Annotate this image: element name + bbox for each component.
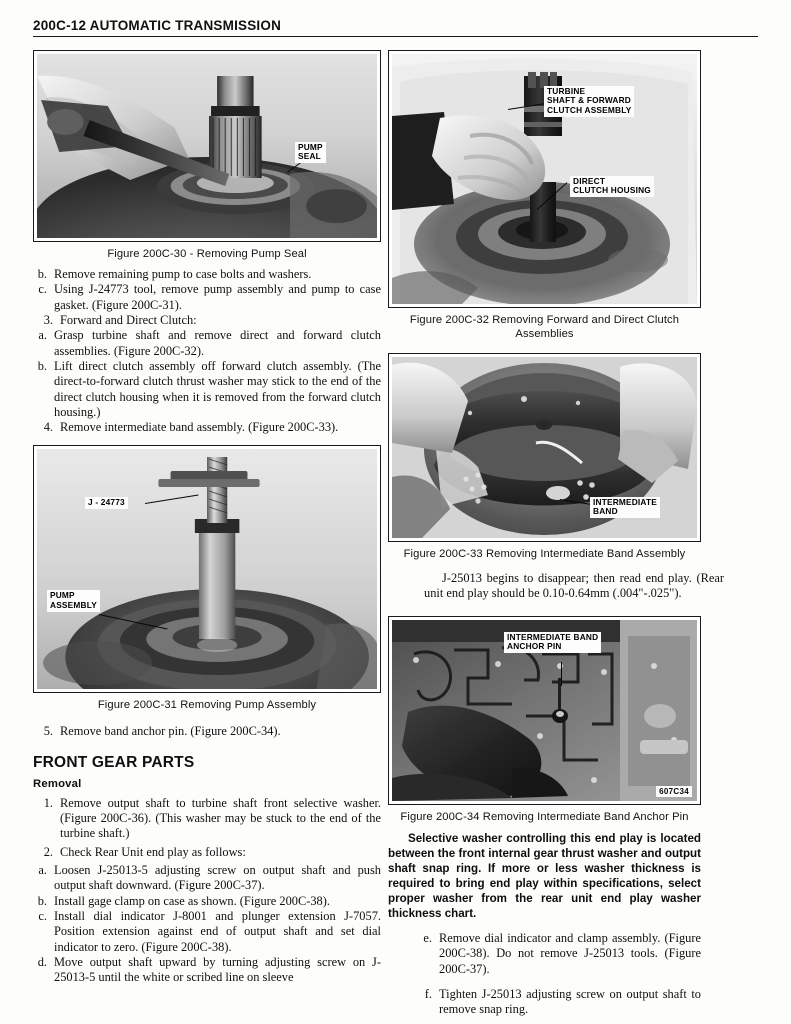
figure-200c-33-caption: Figure 200C-33 Removing Intermediate Ban… — [403, 548, 686, 560]
list-text: Loosen J-25013-5 adjusting screw on outp… — [54, 863, 381, 893]
list-text: Remove output shaft to turbine shaft fro… — [60, 795, 381, 841]
figure-200c-32-frame: TURBINE SHAFT & FORWARD CLUTCH ASSEMBLY … — [388, 50, 701, 308]
list-text: Using J-24773 tool, remove pump assembly… — [54, 282, 381, 312]
figure-200c-33-photo: INTERMEDIATE BAND — [392, 357, 697, 538]
right-step-group-e-f: e. Remove dial indicator and clamp assem… — [418, 931, 701, 1018]
list-text: Remove remaining pump to case bolts and … — [54, 267, 312, 281]
list-item: 2. Check Rear Unit end play as follows: — [33, 845, 381, 860]
list-marker: f. — [424, 987, 432, 1002]
list-marker: a. — [38, 863, 47, 877]
page-title: 200C-12 AUTOMATIC TRANSMISSION — [33, 18, 282, 33]
figure-200c-32-caption: Figure 200C-32 Removing Forward and Dire… — [409, 314, 680, 340]
list-text: Install dial indicator J-8001 and plunge… — [54, 908, 381, 954]
list-text: Tighten J-25013 adjusting screw on outpu… — [439, 987, 701, 1017]
list-marker: b. — [37, 893, 47, 908]
figure-200c-34-frame: INTERMEDIATE BAND ANCHOR PIN 607C34 — [388, 615, 701, 805]
step-group-2b-2c: b. Remove remaining pump to case bolts a… — [33, 267, 381, 313]
callout-intermediate-band-anchor-pin: INTERMEDIATE BAND ANCHOR PIN — [504, 631, 602, 654]
list-item: c. Using J-24773 tool, remove pump assem… — [33, 282, 381, 313]
list-text: Remove intermediate band assembly. (Figu… — [60, 420, 339, 435]
figure-200c-33: INTERMEDIATE BAND Figure 200C-33 Removin… — [388, 353, 758, 561]
callout-j-24773: J - 24773 — [85, 497, 128, 510]
list-item: 1. Remove output shaft to turbine shaft … — [33, 796, 381, 842]
list-marker: c. — [38, 908, 47, 923]
list-text: Move output shaft upward by turning adju… — [54, 954, 381, 985]
list-marker: b. — [37, 358, 47, 373]
step-group-4: 4. Remove intermediate band assembly. (F… — [33, 420, 381, 435]
list-item: a. Grasp turbine shaft and remove direct… — [33, 328, 381, 359]
figure-200c-31: J - 24773 PUMP ASSEMBLY Figure 200C-31 R… — [33, 445, 381, 712]
list-text: Remove dial indicator and clamp assembly… — [439, 931, 701, 976]
removal-step-group-a-d: a. Loosen J-25013-5 adjusting screw on o… — [33, 863, 381, 986]
selective-washer-note: Selective washer controlling this end pl… — [388, 831, 701, 921]
list-marker: 1. — [43, 795, 53, 810]
figure-200c-31-frame: J - 24773 PUMP ASSEMBLY — [33, 445, 381, 694]
figure-200c-34-caption: Figure 200C-34 Removing Intermediate Ban… — [400, 810, 689, 823]
figure-200c-30-photo: PUMP SEAL — [37, 54, 377, 238]
list-marker: b. — [37, 267, 47, 281]
page-header: 200C-12 AUTOMATIC TRANSMISSION — [33, 18, 758, 37]
list-item: a. Loosen J-25013-5 adjusting screw on o… — [33, 863, 381, 894]
header-divider — [33, 36, 758, 37]
list-item: f. Tighten J-25013 adjusting screw on ou… — [418, 987, 701, 1018]
list-item: e. Remove dial indicator and clamp assem… — [418, 931, 701, 977]
figure-200c-30-frame: PUMP SEAL — [33, 50, 381, 242]
list-text: Forward and Direct Clutch: — [60, 312, 197, 327]
callout-turbine-shaft-forward-clutch: TURBINE SHAFT & FORWARD CLUTCH ASSEMBLY — [544, 86, 635, 117]
step-group-5: 5. Remove band anchor pin. (Figure 200C-… — [33, 724, 381, 739]
figure-200c-31-photo: J - 24773 PUMP ASSEMBLY — [37, 449, 377, 690]
list-item: b. Install gage clamp on case as shown. … — [33, 894, 381, 909]
left-column: PUMP SEAL Figure 200C-30 - Removing Pump… — [33, 50, 381, 986]
list-marker: a. — [38, 328, 47, 343]
list-marker: 4. — [43, 420, 53, 435]
list-item: 3. Forward and Direct Clutch: — [33, 313, 381, 328]
list-text: Check Rear Unit end play as follows: — [60, 844, 246, 859]
list-marker: 2. — [43, 844, 53, 859]
figure-200c-33-frame: INTERMEDIATE BAND — [388, 353, 701, 542]
callout-direct-clutch-housing: DIRECT CLUTCH HOUSING — [570, 176, 654, 198]
callout-pump-seal: PUMP SEAL — [295, 142, 326, 164]
right-column: TURBINE SHAFT & FORWARD CLUTCH ASSEMBLY … — [388, 50, 758, 1018]
figure-200c-32-photo: TURBINE SHAFT & FORWARD CLUTCH ASSEMBLY … — [392, 54, 697, 304]
list-item: d. Move output shaft upward by turning a… — [33, 955, 381, 986]
list-text: Remove band anchor pin. (Figure 200C-34)… — [60, 724, 281, 739]
step-group-3: 3. Forward and Direct Clutch: — [33, 313, 381, 328]
list-text: Lift direct clutch assembly off forward … — [54, 358, 381, 419]
figure-200c-30: PUMP SEAL Figure 200C-30 - Removing Pump… — [33, 50, 381, 261]
list-item: b. Lift direct clutch assembly off forwa… — [33, 359, 381, 420]
figure-200c-31-caption: Figure 200C-31 Removing Pump Assembly — [97, 699, 317, 712]
list-marker: e. — [423, 931, 432, 946]
list-marker: 5. — [43, 724, 53, 739]
list-marker: d. — [37, 954, 47, 969]
list-item: c. Install dial indicator J-8001 and plu… — [33, 909, 381, 955]
figure-200c-30-caption: Figure 200C-30 - Removing Pump Seal — [107, 248, 307, 260]
list-text: Grasp turbine shaft and remove direct an… — [54, 328, 381, 358]
figure-id-label: 607C34 — [656, 785, 692, 797]
figure-200c-34-photo: INTERMEDIATE BAND ANCHOR PIN 607C34 — [392, 619, 697, 801]
list-item: 4. Remove intermediate band assembly. (F… — [33, 420, 381, 435]
list-marker: 3. — [43, 312, 53, 327]
list-marker: c. — [38, 282, 47, 297]
subsection-heading-removal: Removal — [33, 777, 82, 790]
figure-200c-32: TURBINE SHAFT & FORWARD CLUTCH ASSEMBLY … — [388, 50, 758, 341]
step-group-3a-3b: a. Grasp turbine shaft and remove direct… — [33, 328, 381, 420]
left-steps-top: b. Remove remaining pump to case bolts a… — [33, 267, 381, 435]
callout-pump-assembly: PUMP ASSEMBLY — [47, 590, 100, 612]
section-heading-front-gear-parts: FRONT GEAR PARTS — [33, 753, 195, 771]
list-text: Install gage clamp on case as shown. (Fi… — [54, 893, 330, 908]
list-item: 5. Remove band anchor pin. (Figure 200C-… — [33, 724, 381, 739]
figure-200c-34: INTERMEDIATE BAND ANCHOR PIN 607C34 Figu… — [388, 615, 758, 824]
continuation-paragraph: J-25013 begins to disappear; then read e… — [424, 571, 724, 601]
callout-intermediate-band: INTERMEDIATE BAND — [590, 497, 661, 519]
removal-step-group-1-2: 1. Remove output shaft to turbine shaft … — [33, 796, 381, 860]
list-item: b. Remove remaining pump to case bolts a… — [33, 267, 381, 282]
leader-line-anchor-pin — [560, 661, 562, 686]
